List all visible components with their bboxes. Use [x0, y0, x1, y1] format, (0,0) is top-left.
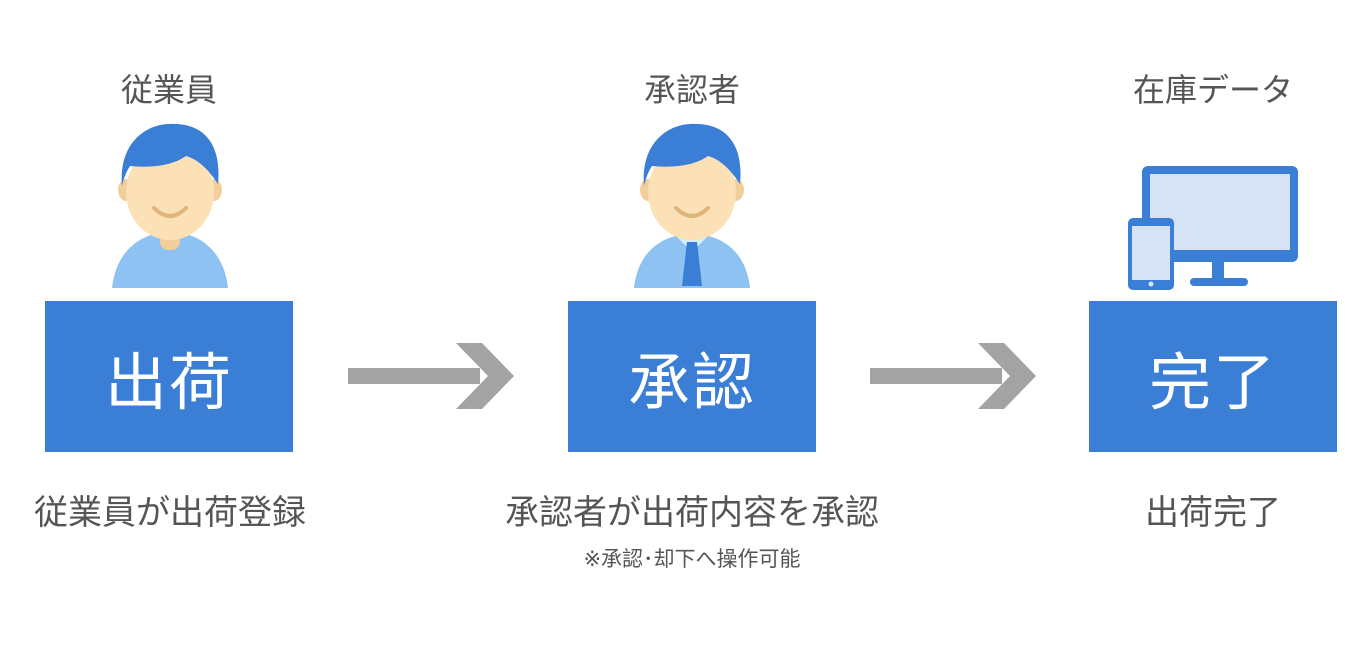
flow-arrow-1 — [348, 343, 514, 409]
devices-icon — [1128, 166, 1298, 290]
step-label-shipment: 出荷 — [104, 345, 233, 419]
step-box-complete: 完了 — [1089, 301, 1337, 452]
step-box-shipment: 出荷 — [45, 301, 293, 452]
approver-icon — [634, 123, 750, 288]
flow-arrow-2 — [870, 343, 1036, 409]
note-approver: ※承認･却下へ操作可能 — [583, 547, 801, 571]
role-label-employee: 従業員 — [120, 71, 217, 109]
caption-employee: 従業員が出荷登録 — [34, 493, 306, 533]
caption-inventory: 出荷完了 — [1145, 493, 1281, 533]
step-label-complete: 完了 — [1148, 345, 1277, 419]
caption-approver: 承認者が出荷内容を承認 — [505, 493, 879, 533]
employee-icon — [112, 123, 228, 288]
role-label-inventory: 在庫データ — [1132, 71, 1293, 109]
step-label-approval: 承認 — [627, 345, 756, 419]
role-label-approver: 承認者 — [643, 71, 740, 109]
step-box-approval: 承認 — [568, 301, 816, 452]
